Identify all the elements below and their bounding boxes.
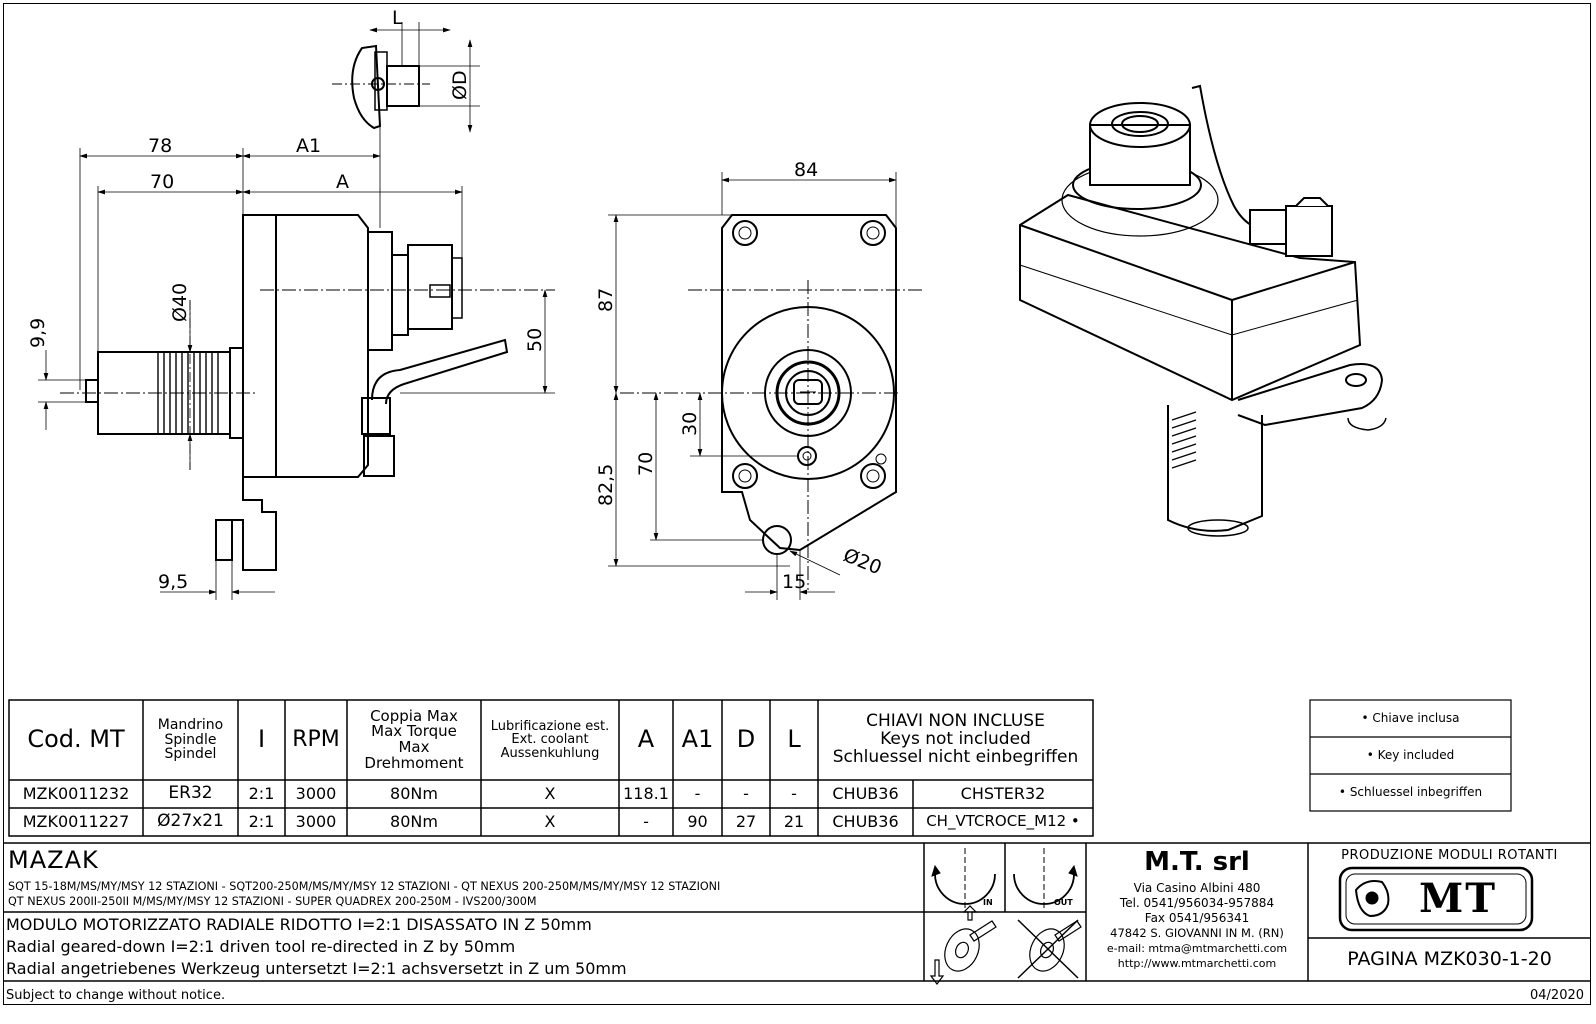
rotation-out-icon [1013, 848, 1078, 908]
dim-A1: A1 [296, 135, 321, 157]
spec-table-grid [8, 699, 1094, 837]
header-a: A [637, 725, 655, 754]
company-address: Via Casino Albini 480 [1133, 881, 1261, 896]
row2-lubri: X [544, 811, 556, 831]
footer-date: 04/2020 [1530, 988, 1585, 1003]
top-detail-view [332, 22, 480, 133]
isometric-view [1019, 84, 1387, 537]
dim-78: 78 [148, 135, 172, 157]
dim-84: 84 [794, 159, 818, 181]
row1-rpm: 3000 [295, 783, 337, 803]
legend-italian: • Chiave inclusa [1361, 711, 1460, 726]
description-english: Radial geared-down I=2:1 driven tool re-… [6, 937, 516, 956]
machines-line-1: SQT 15-18M/MS/MY/MSY 12 STAZIONI - SQT20… [8, 880, 721, 893]
dim-L: L [392, 7, 403, 29]
row2-coppia: 80Nm [390, 811, 438, 831]
dim-82-5: 82,5 [595, 464, 617, 506]
row2-key2: CH_VTCROCE_M12 • [926, 812, 1080, 831]
brand-mazak: MAZAK [8, 846, 99, 874]
row1-key2: CHSTER32 [960, 783, 1046, 803]
dim-87: 87 [595, 288, 617, 312]
legend-english: • Key included [1366, 748, 1455, 763]
legend-german: • Schluessel inbegriffen [1338, 785, 1483, 800]
row2-a: - [643, 811, 649, 831]
header-cod-mt: Cod. MT [27, 725, 125, 754]
company-name: M.T. srl [1144, 847, 1250, 878]
header-chiavi: CHIAVI NON INCLUSE Keys not included Sch… [832, 711, 1079, 767]
row2-a1: 90 [687, 811, 708, 831]
row2-l: 21 [783, 811, 805, 831]
dim-9-9: 9,9 [27, 318, 49, 348]
description-italian: MODULO MOTORIZZATO RADIALE RIDOTTO I=2:1… [6, 915, 592, 934]
front-view [608, 172, 922, 600]
dim-70: 70 [150, 171, 174, 193]
dim-70-front: 70 [635, 452, 657, 476]
row1-a1: - [694, 783, 701, 803]
dim-A: A [336, 171, 349, 193]
row1-coppia: 80Nm [390, 783, 438, 803]
header-lubrificazione: Lubrificazione est. Ext. coolant Aussenk… [490, 718, 610, 761]
header-d: D [736, 725, 756, 754]
header-mandrino: Mandrino Spindle Spindel [157, 716, 224, 763]
row1-key1: CHUB36 [832, 783, 899, 803]
row1-ratio: 2:1 [248, 783, 275, 803]
dim-30: 30 [679, 412, 701, 436]
row1-lubri: X [544, 783, 556, 803]
company-fax: Fax 0541/956341 [1144, 911, 1250, 926]
dim-diameter-20: Ø20 [840, 544, 885, 579]
dim-diameter-40: Ø40 [169, 283, 191, 322]
dim-15: 15 [782, 571, 806, 593]
row2-ratio: 2:1 [248, 811, 275, 831]
logo-text: MT [1418, 875, 1498, 922]
row1-mandrino: ER32 [168, 783, 213, 804]
tool-correct-icon [929, 905, 997, 985]
row1-d: - [743, 783, 749, 803]
header-rpm: RPM [292, 727, 340, 753]
rotation-out-label: OUT [1054, 898, 1073, 907]
header-ratio: I [257, 725, 266, 754]
row2-mandrino: Ø27x21 [157, 811, 224, 832]
row1-l: - [791, 783, 797, 803]
drawing-frame [3, 3, 1591, 1005]
title-block-grid [3, 842, 1591, 982]
company-city: 47842 S. GIOVANNI IN M. (RN) [1110, 926, 1284, 941]
header-coppia: Coppia Max Max Torque Max Drehmoment [364, 706, 464, 772]
row2-key1: CHUB36 [832, 811, 899, 831]
row2-rpm: 3000 [295, 811, 337, 831]
description-german: Radial angetriebenes Werkzeug untersetzt… [6, 959, 627, 978]
row1-a: 118.1 [623, 783, 669, 803]
machines-line-2: QT NEXUS 200II-250II M/MS/MY/MSY 12 STAZ… [8, 895, 537, 908]
company-email[interactable]: e-mail: mtma@mtmarchetti.com [1106, 941, 1288, 955]
row1-cod: MZK0011232 [22, 783, 130, 803]
dim-50: 50 [524, 328, 546, 352]
footer-notice: Subject to change without notice. [6, 988, 226, 1003]
dim-D: ØD [449, 70, 471, 100]
row2-d: 27 [735, 811, 757, 831]
legend-grid [1309, 699, 1512, 812]
production-label: PRODUZIONE MODULI ROTANTI [1341, 848, 1558, 864]
tool-wrong-icon [1017, 919, 1082, 979]
row2-cod: MZK0011227 [22, 811, 130, 831]
side-view [38, 122, 555, 600]
page-code: PAGINA MZK030-1-20 [1347, 948, 1552, 971]
company-tel: Tel. 0541/956034-957884 [1119, 896, 1275, 911]
mt-logo [1338, 866, 1534, 932]
rotation-in-label: IN [983, 898, 993, 907]
rotation-in-icon [931, 848, 996, 908]
header-a1: A1 [681, 725, 714, 754]
dim-9-5: 9,5 [158, 571, 188, 593]
company-website[interactable]: http://www.mtmarchetti.com [1117, 956, 1277, 970]
header-l: L [787, 725, 801, 754]
